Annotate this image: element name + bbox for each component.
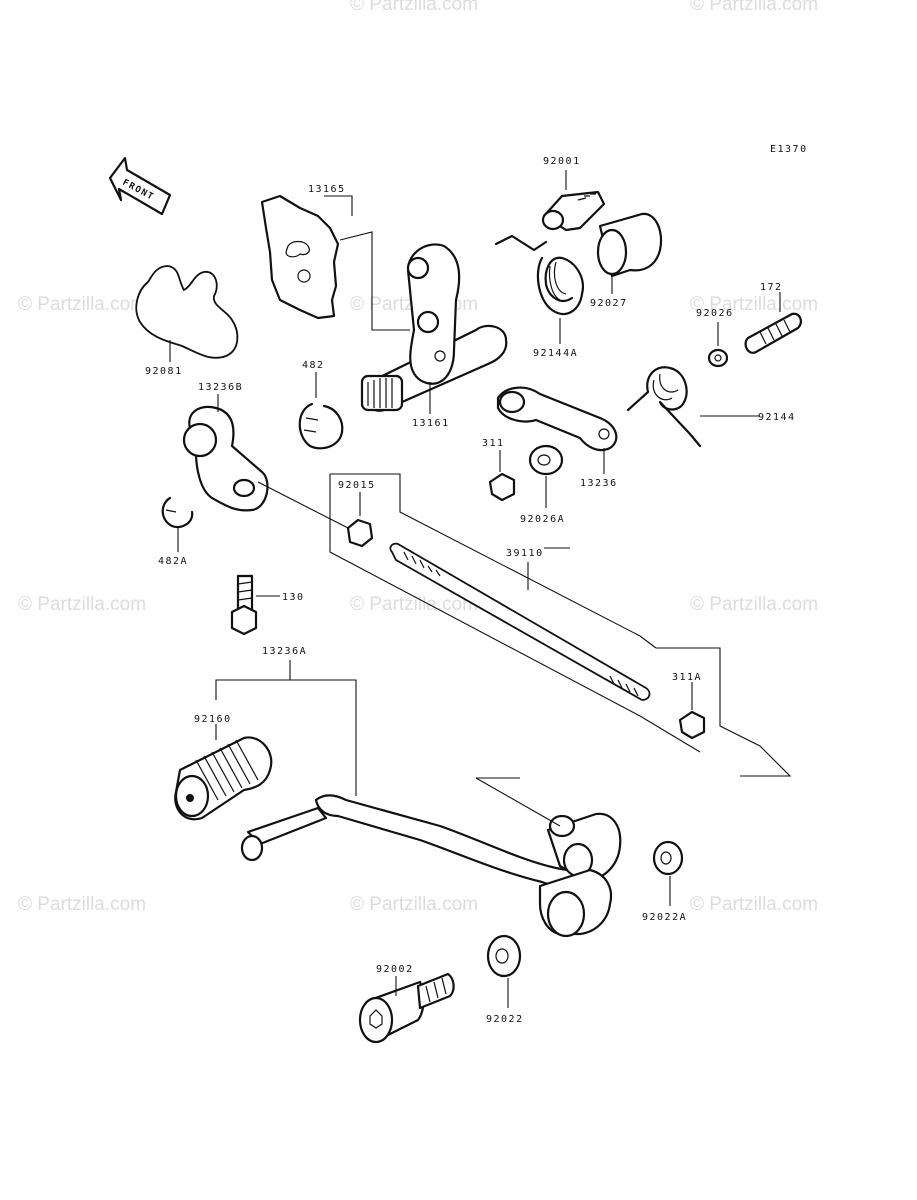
bolt-icon bbox=[230, 574, 258, 636]
part-label: 39110 bbox=[506, 548, 544, 559]
circlip-icon bbox=[161, 496, 194, 529]
spring-icon bbox=[494, 234, 584, 316]
part-label: 92144A bbox=[533, 348, 578, 359]
part-label: 92144 bbox=[758, 412, 796, 423]
shift-shaft-icon bbox=[360, 243, 508, 412]
watermark: © Partzilla.com bbox=[690, 594, 818, 615]
diagram-code: E1370 bbox=[770, 144, 808, 155]
watermark: © Partzilla.com bbox=[18, 894, 146, 915]
pin-icon bbox=[744, 312, 802, 354]
watermark-layer: © Partzilla.com © Partzilla.com © Partzi… bbox=[18, 0, 818, 915]
watermark: © Partzilla.com bbox=[350, 594, 478, 615]
nut-icon bbox=[678, 710, 706, 740]
watermark: © Partzilla.com bbox=[350, 0, 478, 15]
watermark: © Partzilla.com bbox=[350, 894, 478, 915]
lever-icon bbox=[182, 405, 269, 512]
watermark: © Partzilla.com bbox=[18, 594, 146, 615]
part-label: 311 bbox=[482, 438, 505, 449]
part-label: 92002 bbox=[376, 964, 414, 975]
part-label: 92022A bbox=[642, 912, 687, 923]
watermark: © Partzilla.com bbox=[690, 294, 818, 315]
part-label: 13165 bbox=[308, 184, 346, 195]
part-label: 482 bbox=[302, 360, 325, 371]
part-label: 130 bbox=[282, 592, 305, 603]
part-label: 92027 bbox=[590, 298, 628, 309]
circlip-icon bbox=[298, 402, 344, 450]
washer-icon bbox=[652, 840, 684, 876]
part-label: 92026 bbox=[696, 308, 734, 319]
part-label: 92001 bbox=[543, 156, 581, 167]
front-arrow-icon: FRONT bbox=[108, 156, 172, 216]
part-label: 13161 bbox=[412, 418, 450, 429]
watermark: © Partzilla.com bbox=[690, 0, 818, 15]
gasket-icon bbox=[135, 265, 239, 359]
washer-icon bbox=[707, 348, 729, 368]
part-label: 13236A bbox=[262, 646, 307, 657]
part-label: 311A bbox=[672, 672, 702, 683]
washer-icon bbox=[528, 444, 564, 476]
arm-icon bbox=[496, 386, 618, 452]
washer-icon bbox=[486, 934, 522, 978]
nut-icon bbox=[488, 472, 516, 502]
collar-icon bbox=[596, 212, 663, 278]
shift-pedal-icon bbox=[240, 794, 622, 938]
shift-plate-icon bbox=[260, 194, 340, 320]
part-label: 92015 bbox=[338, 480, 376, 491]
spring-icon bbox=[626, 366, 702, 448]
part-label: 482A bbox=[158, 556, 188, 567]
nut-icon bbox=[346, 518, 374, 548]
shoulder-bolt-icon bbox=[358, 972, 455, 1044]
part-label: 92026A bbox=[520, 514, 565, 525]
watermark: © Partzilla.com bbox=[18, 294, 146, 315]
tie-rod-icon bbox=[389, 542, 651, 701]
part-label: 13236B bbox=[198, 382, 243, 393]
bolt-icon bbox=[541, 190, 606, 232]
watermark: © Partzilla.com bbox=[690, 894, 818, 915]
part-label: 92081 bbox=[145, 366, 183, 377]
rubber-pad-icon bbox=[174, 736, 273, 821]
part-label: 172 bbox=[760, 282, 783, 293]
part-label: 92160 bbox=[194, 714, 232, 725]
part-label: 13236 bbox=[580, 478, 618, 489]
part-label: 92022 bbox=[486, 1014, 524, 1025]
